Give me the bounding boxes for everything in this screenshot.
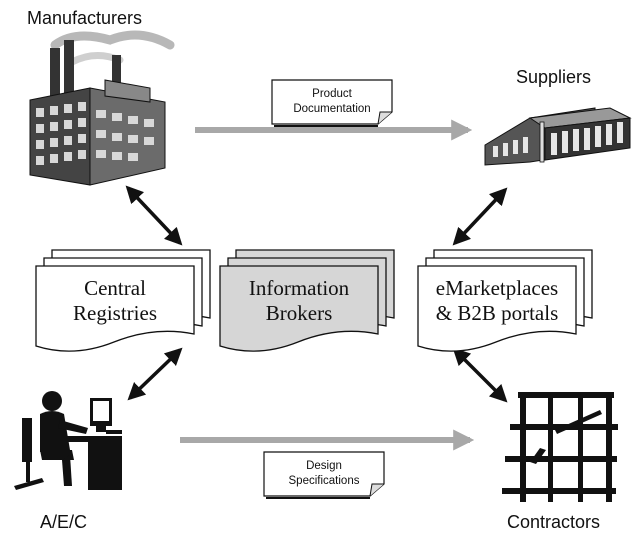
design-specifications-line-1: Design: [306, 460, 342, 472]
central-registries-line-1: Central: [84, 276, 146, 300]
central-registries-line-2: Registries: [73, 301, 157, 325]
central-registries-document: [35, 249, 211, 352]
factory-icon: [29, 30, 175, 186]
information-brokers-line-2: Brokers: [265, 301, 333, 325]
building-frame-icon: [502, 392, 618, 502]
product-documentation-note: [271, 79, 393, 127]
workstation-icon: [14, 391, 122, 490]
warehouse-icon: [484, 107, 632, 166]
arrow-registries-aec: [127, 347, 183, 401]
product-documentation-line-1: Product: [312, 88, 352, 100]
product-documentation-line-2: Documentation: [293, 103, 371, 115]
contractors-label: Contractors: [507, 512, 601, 532]
product-documentation-text: Product Documentation: [272, 87, 392, 117]
arrow-manufacturers-registries: [125, 185, 183, 246]
information-brokers-text: Information Brokers: [220, 276, 378, 326]
emarketplaces-line-2: & B2B portals: [435, 301, 559, 325]
emarketplaces-line-1: eMarketplaces: [435, 276, 559, 300]
information-brokers-line-1: Information: [248, 276, 350, 300]
design-specifications-line-2: Specifications: [288, 475, 360, 487]
aec-label: A/E/C: [40, 512, 88, 532]
suppliers-label: Suppliers: [516, 67, 592, 87]
manufacturers-label: Manufacturers: [27, 8, 143, 28]
design-specifications-note: [263, 451, 385, 499]
emarketplaces-text: eMarketplaces & B2B portals: [418, 276, 576, 326]
arrow-suppliers-emarketplaces: [452, 187, 508, 246]
arrow-emarketplaces-contractors: [452, 347, 508, 403]
central-registries-text: Central Registries: [36, 276, 194, 326]
information-brokers-document: [219, 249, 395, 352]
emarketplaces-document: [417, 249, 593, 352]
design-specifications-text: Design Specifications: [264, 459, 384, 489]
